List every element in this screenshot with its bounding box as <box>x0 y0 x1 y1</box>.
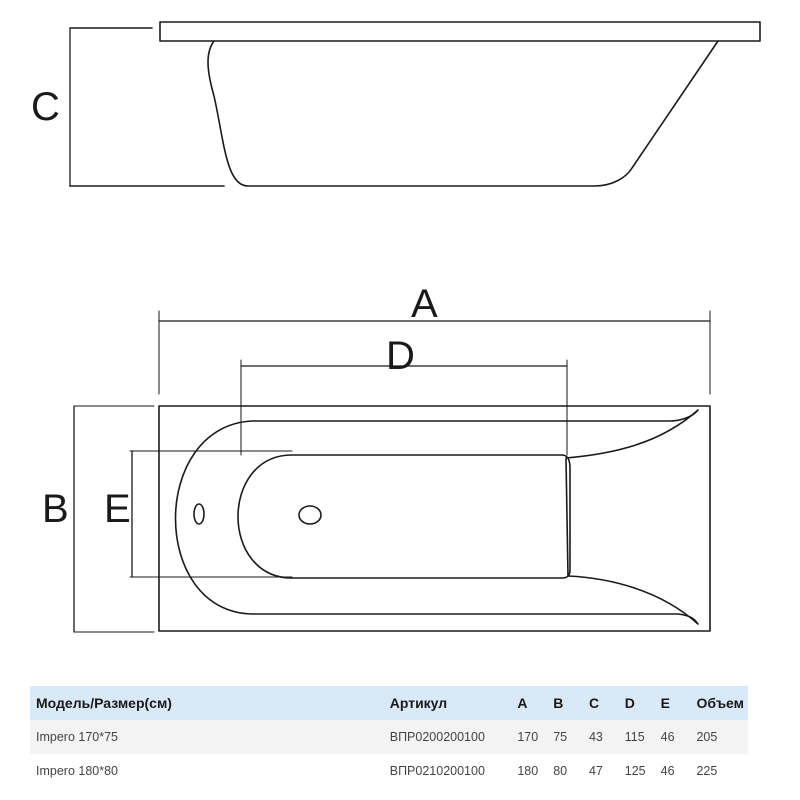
side-view-basin <box>207 40 719 187</box>
side-view-rim <box>159 21 761 42</box>
top-view-outline <box>158 405 711 632</box>
spec-table: Модель/Размер(см) Артикул A B C D E Объе… <box>30 686 748 788</box>
dim-a-label: A <box>411 282 438 326</box>
table-row: Impero 170*75 ВПР0200200100 170 75 43 11… <box>30 720 748 754</box>
header-d: D <box>620 686 657 720</box>
header-e: E <box>656 686 693 720</box>
cell-a: 180 <box>517 764 539 778</box>
cell-a: 170 <box>513 720 550 754</box>
header-model: Модель/Размер(см) <box>30 686 386 720</box>
cell-d: 125 <box>624 764 646 778</box>
spec-table-header: Модель/Размер(см) Артикул A B C D E Объе… <box>30 686 748 720</box>
top-view-outer-basin <box>174 409 699 625</box>
cell-volume: 225 <box>696 764 718 778</box>
header-volume: Объем <box>692 686 748 720</box>
cell-article: ВПР0210200100 <box>389 764 485 778</box>
cell-b: 75 <box>549 720 585 754</box>
overflow-hole <box>193 503 205 525</box>
cell-volume: 205 <box>692 720 748 754</box>
header-c: C <box>584 686 621 720</box>
table-row: Impero 180*80 ВПР0210200100 180 80 47 12… <box>30 754 748 788</box>
cell-b: 80 <box>553 764 568 778</box>
cell-c: 43 <box>584 720 621 754</box>
dim-c-label: C <box>31 85 60 129</box>
top-view <box>73 310 711 633</box>
drain-hole <box>298 505 322 525</box>
bathtub-technical-drawing: C A D B E <box>31 21 761 633</box>
cell-c: 47 <box>588 764 603 778</box>
dim-e-label: E <box>104 487 131 531</box>
header-article: Артикул <box>385 686 514 720</box>
header-a: A <box>513 686 550 720</box>
top-view-inner-basin <box>237 454 571 579</box>
cell-d: 115 <box>620 720 657 754</box>
cell-e: 46 <box>660 764 675 778</box>
cell-model: Impero 170*75 <box>30 720 386 754</box>
cell-model: Impero 180*80 <box>36 764 119 778</box>
dim-d-label: D <box>386 334 415 378</box>
side-view <box>69 21 761 187</box>
cell-e: 46 <box>656 720 693 754</box>
header-b: B <box>549 686 585 720</box>
dim-b-label: B <box>42 487 69 531</box>
cell-article: ВПР0200200100 <box>385 720 514 754</box>
